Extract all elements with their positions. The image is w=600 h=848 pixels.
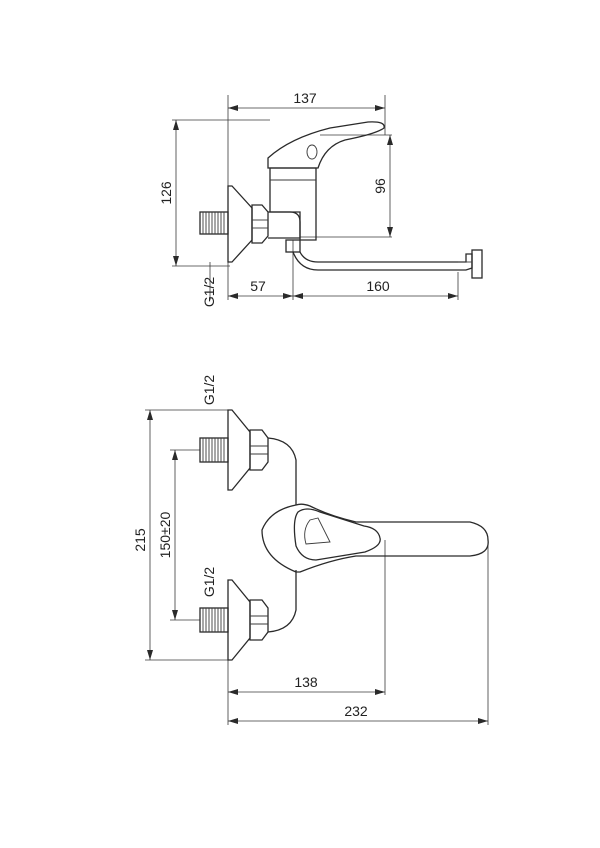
dimension-label-160: 160 [366,278,390,294]
front-view: 215 150±20 G1/2 G1/2 138 232 [132,375,489,725]
escutcheon [227,185,253,263]
dimension-label-150: 150±20 [157,511,173,558]
dimension-label-232: 232 [344,703,368,719]
connector [268,211,301,239]
dimension-label-126: 126 [158,181,174,205]
spout-aerator [471,249,483,279]
side-view: 137 126 96 57 160 G1/2 [158,90,483,308]
dimension-label-96: 96 [372,178,388,194]
lever-and-spout [261,503,489,573]
mixer-column [267,437,297,633]
threaded-pipe [199,211,229,235]
top-inlet [199,409,269,491]
spout [292,251,473,271]
thread-label-top: G1/2 [201,375,217,406]
thread-label-g12: G1/2 [201,277,217,308]
dimension-label-57: 57 [250,278,266,294]
dimension-label-137: 137 [293,90,317,106]
dimension-label-215: 215 [132,528,148,552]
lever-handle [267,121,385,169]
hex-nut [251,204,269,244]
dimension-label-138: 138 [294,674,318,690]
mixer-body [269,167,317,241]
lever-cutout [293,508,381,561]
thread-label-bottom: G1/2 [201,567,217,598]
